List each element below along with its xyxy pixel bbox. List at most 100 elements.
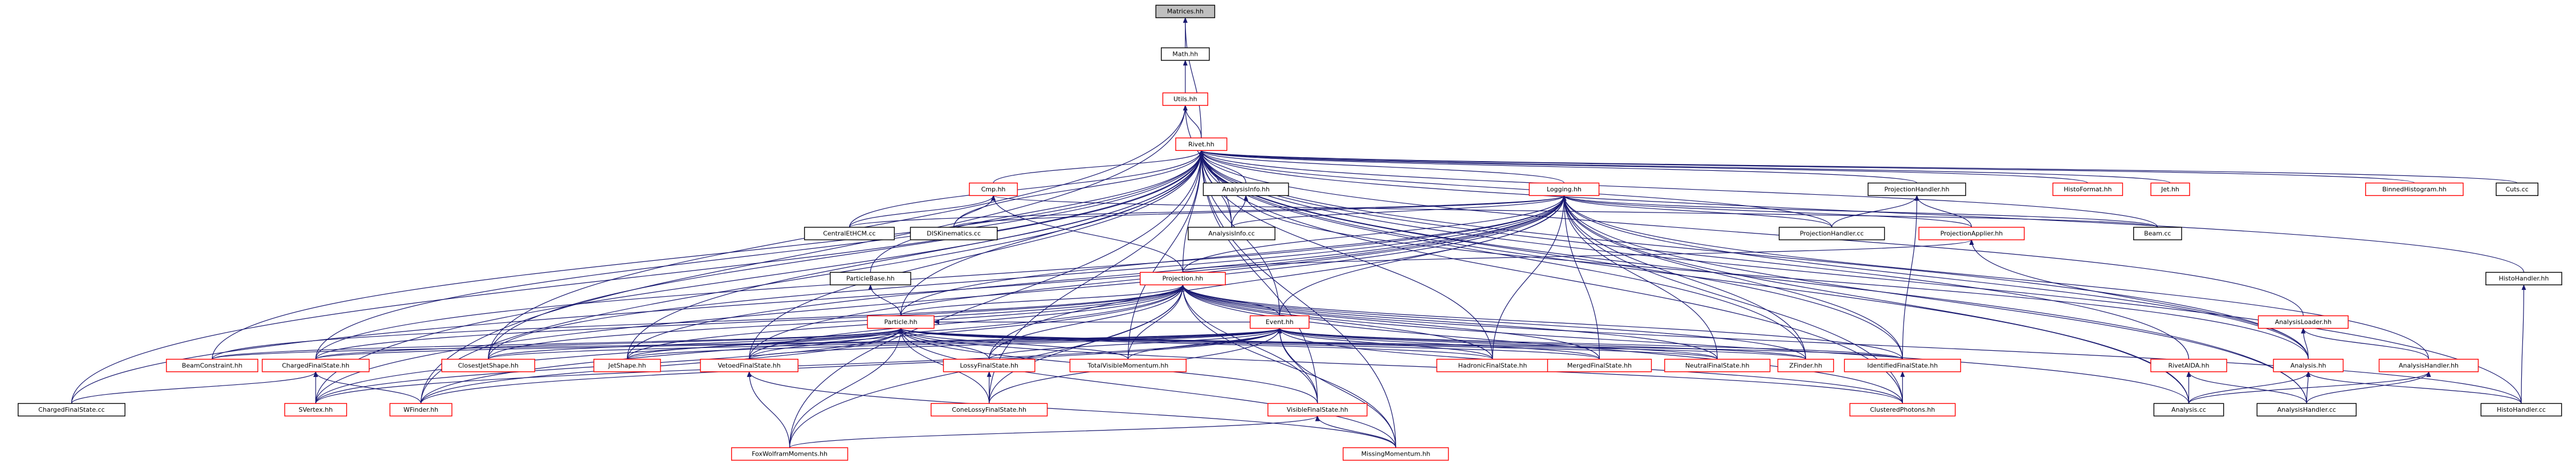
node-box (1664, 359, 1771, 372)
file-node-cmp[interactable]: Cmp.hh (969, 182, 1018, 196)
file-node-cuts[interactable]: Cuts.cc (2496, 182, 2538, 196)
node-label: ChargedFinalState.cc (38, 406, 105, 413)
dependency-edge (211, 327, 1282, 360)
dependency-edge (2521, 284, 2526, 404)
file-node-beamconstraint[interactable]: BeamConstraint.hh (166, 359, 259, 372)
node-box (1267, 403, 1368, 417)
file-node-analysiscc[interactable]: Analysis.cc (2153, 403, 2224, 417)
file-node-lossyfs[interactable]: LossyFinalState.hh (943, 359, 1036, 372)
file-node-hadronicfs[interactable]: HadronicFinalState.hh (1436, 359, 1549, 372)
dependency-edge (488, 150, 1204, 359)
node-label: Logging.hh (1547, 186, 1582, 193)
dependency-edge (749, 327, 1282, 360)
file-node-centraletheom[interactable]: CentralEtHCM.cc (804, 227, 895, 240)
file-node-particle[interactable]: Particle.hh (867, 315, 935, 329)
file-node-neutralfs[interactable]: NeutralFinalState.hh (1664, 359, 1771, 372)
file-node-projhandlercc[interactable]: ProjectionHandler.cc (1779, 227, 1885, 240)
dependency-edge (993, 150, 1204, 183)
node-label: MergedFinalState.hh (1567, 362, 1632, 369)
file-node-projection[interactable]: Projection.hh (1139, 272, 1226, 285)
dependency-edge (2188, 371, 2431, 404)
file-node-totalvisible[interactable]: TotalVisibleMomentum.hh (1069, 359, 1187, 372)
file-node-particlebase[interactable]: ParticleBase.hh (829, 272, 911, 285)
node-label: ConeLossyFinalState.hh (952, 406, 1026, 413)
dependency-edge (2188, 371, 2311, 404)
file-node-rivetaida[interactable]: RivetAIDA.hh (2150, 359, 2227, 372)
file-node-chargedfscc[interactable]: ChargedFinalState.cc (18, 403, 126, 417)
node-label: RivetAIDA.hh (2168, 362, 2209, 369)
dependency-edge (1279, 195, 1567, 316)
node-label: AnalysisLoader.hh (2275, 318, 2332, 326)
dependency-edge (2306, 371, 2522, 404)
file-node-mergedfs[interactable]: MergedFinalState.hh (1547, 359, 1652, 372)
file-node-analysishandlercc[interactable]: AnalysisHandler.cc (2256, 403, 2357, 417)
file-node-analysisinfocc[interactable]: AnalysisInfo.cc (1188, 227, 1275, 240)
file-node-missingmom[interactable]: MissingMomentum.hh (1342, 447, 1449, 461)
file-node-logging[interactable]: Logging.hh (1529, 182, 1600, 196)
dependency-edge (420, 327, 1282, 404)
dependency-edge (789, 415, 1320, 448)
node-label: ChargedFinalState.hh (282, 362, 349, 369)
file-node-svertex[interactable]: SVertex.hh (284, 403, 347, 417)
node-box (2257, 315, 2349, 329)
file-node-analysishandlerh[interactable]: AnalysisHandler.hh (2378, 359, 2479, 372)
node-box (593, 359, 661, 372)
file-node-projhandler[interactable]: ProjectionHandler.hh (1868, 182, 1966, 196)
dependency-edge (315, 284, 1185, 359)
file-node-binnedhisto[interactable]: BinnedHistogram.hh (2365, 182, 2464, 196)
dependency-edge (1562, 195, 2158, 228)
file-node-conelossy[interactable]: ConeLossyFinalState.hh (930, 403, 1048, 417)
dependency-edge (1199, 150, 2518, 183)
dependency-edge (789, 327, 903, 448)
file-node-event[interactable]: Event.hh (1249, 315, 1310, 329)
file-node-visiblefs[interactable]: VisibleFinalState.hh (1267, 403, 1368, 417)
file-node-math[interactable]: Math.hh (1160, 47, 1210, 61)
node-label: Utils.hh (1173, 96, 1197, 103)
file-node-clusteredph[interactable]: ClusteredPhotons.hh (1849, 403, 1956, 417)
dependency-edge (868, 284, 902, 316)
node-label: AnalysisHandler.cc (2277, 406, 2336, 413)
dependency-edge (315, 327, 903, 360)
dependency-edge (1199, 150, 2088, 183)
file-node-jet[interactable]: Jet.hh (2150, 182, 2190, 196)
dependency-edge (420, 150, 1204, 404)
dependency-edge (1199, 150, 2522, 404)
dependency-edge (1199, 150, 1396, 448)
file-node-closesusd[interactable]: ClosestJetShape.hh (441, 359, 535, 372)
node-box (731, 447, 849, 461)
file-node-analysish[interactable]: Analysis.hh (2273, 359, 2344, 372)
file-node-histoformat[interactable]: HistoFormat.hh (2052, 182, 2123, 196)
dependency-edge (899, 327, 1903, 360)
node-box (284, 403, 347, 417)
file-node-projapplier[interactable]: ProjectionApplier.hh (1918, 227, 2025, 240)
dependency-edge (71, 371, 318, 404)
file-node-diskinematics[interactable]: DISKinematics.cc (910, 227, 998, 240)
file-node-analysisinfo[interactable]: AnalysisInfo.hh (1203, 182, 1289, 196)
dependency-edge (1831, 195, 1919, 228)
file-node-analysisloader[interactable]: AnalysisLoader.hh (2257, 315, 2349, 329)
file-node-wfinder[interactable]: WFinder.hh (389, 403, 453, 417)
file-node-identifiedfs[interactable]: IdentifiedFinalState.hh (1844, 359, 1961, 372)
node-label: AnalysisHandler.hh (2399, 362, 2459, 369)
file-node-zfinder[interactable]: ZFinder.hh (1777, 359, 1835, 372)
dependency-edge (1315, 415, 1396, 448)
file-node-chargedfsh[interactable]: ChargedFinalState.hh (262, 359, 370, 372)
dependency-edge (1183, 105, 1202, 138)
dependency-edge (71, 195, 1567, 404)
file-node-histohandlerh[interactable]: HistoHandler.hh (2485, 272, 2562, 285)
file-node-matrices[interactable]: Matrices.hh (1155, 5, 1216, 18)
node-label: Math.hh (1172, 50, 1198, 58)
file-node-vetoedfs[interactable]: VetoedFinalState.hh (700, 359, 798, 372)
file-node-utils[interactable]: Utils.hh (1162, 92, 1208, 106)
node-box (1918, 227, 2025, 240)
node-box (829, 272, 911, 285)
node-box (2485, 272, 2562, 285)
file-node-rivet[interactable]: Rivet.hh (1175, 137, 1228, 151)
file-node-jetshape[interactable]: JetShape.hh (593, 359, 661, 372)
file-node-histohandlercc[interactable]: HistoHandler.cc (2480, 403, 2562, 417)
node-label: JetShape.hh (608, 362, 646, 369)
file-node-foxwolfram[interactable]: FoxWolframMoments.hh (731, 447, 849, 461)
dependency-edge (71, 150, 1204, 404)
node-label: NeutralFinalState.hh (1685, 362, 1750, 369)
file-node-beam[interactable]: Beam.cc (2133, 227, 2182, 240)
